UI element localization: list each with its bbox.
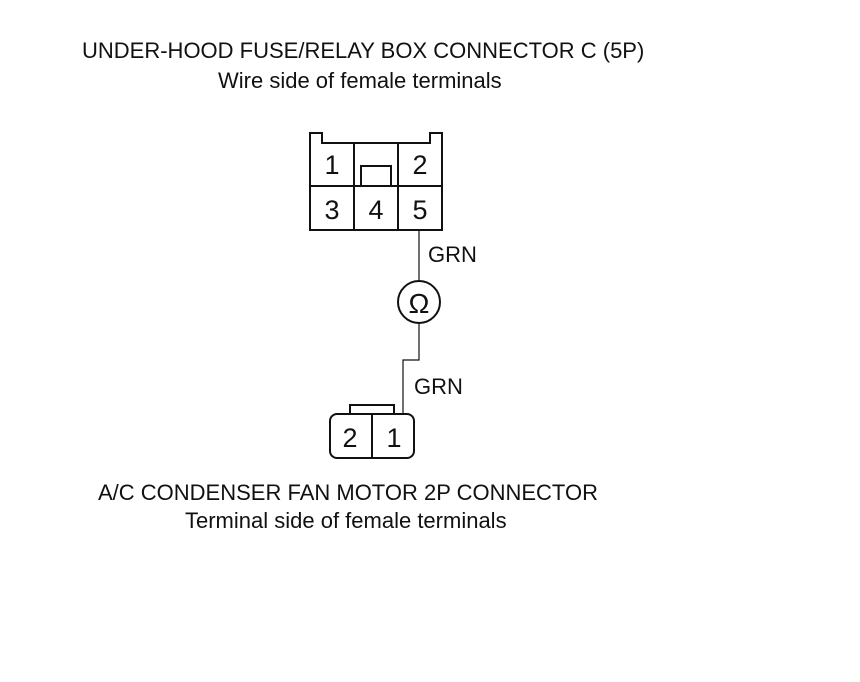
ohm-symbol: Ω <box>409 288 430 319</box>
wire-top-label: GRN <box>428 242 477 267</box>
pin-5-label: 5 <box>412 195 427 225</box>
pin-2-label: 2 <box>412 150 427 180</box>
top-connector-title: UNDER-HOOD FUSE/RELAY BOX CONNECTOR C (5… <box>82 38 645 63</box>
pin-3-label: 3 <box>324 195 339 225</box>
pin-1-label: 1 <box>324 150 339 180</box>
fuse-relay-box-connector-5p <box>309 132 443 231</box>
bottom-connector-title: A/C CONDENSER FAN MOTOR 2P CONNECTOR <box>98 480 598 505</box>
top-connector-subtitle: Wire side of female terminals <box>218 68 502 93</box>
pin-2p-1-label: 1 <box>386 423 401 453</box>
wire-bottom <box>402 323 420 415</box>
pin-2p-2-label: 2 <box>342 423 357 453</box>
wire-bottom-label: GRN <box>414 374 463 399</box>
condenser-fan-motor-connector-2p <box>329 404 415 459</box>
bottom-connector-subtitle: Terminal side of female terminals <box>185 508 507 533</box>
pin-4-label: 4 <box>368 195 383 225</box>
